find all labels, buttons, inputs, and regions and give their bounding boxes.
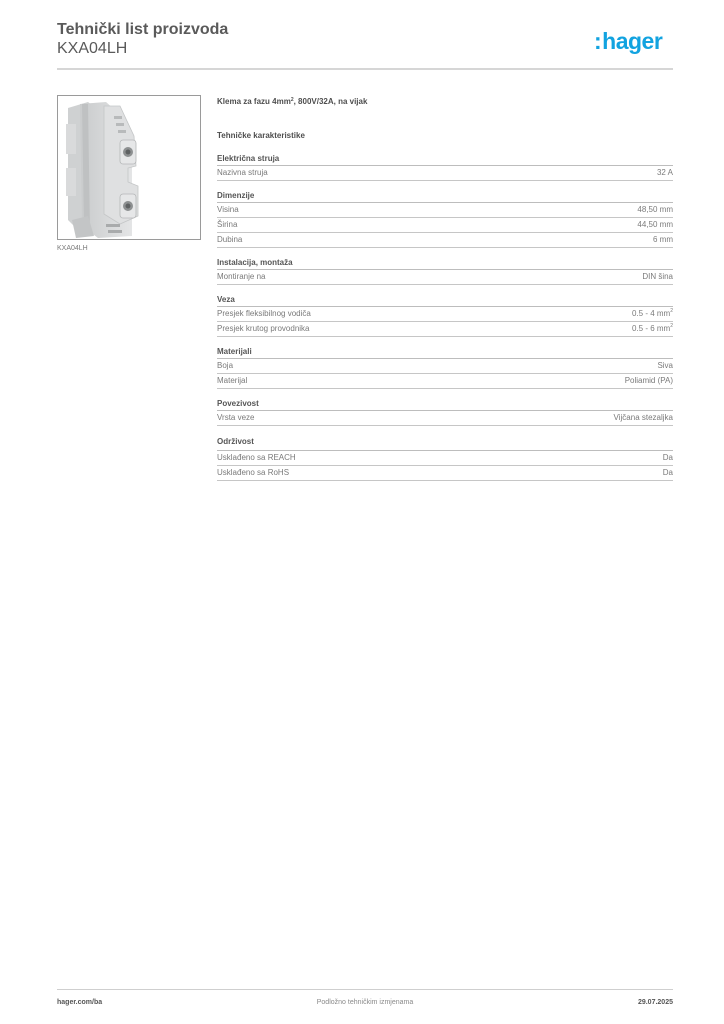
- specifications: Klema za fazu 4mm2, 800V/32A, na vijak T…: [217, 96, 673, 490]
- spec-value: 0.5 - 4 mm2: [631, 308, 673, 318]
- spec-value: Da: [662, 468, 673, 477]
- spec-value: Poliamid (PA): [624, 376, 673, 385]
- logo-colon: :: [594, 28, 602, 54]
- document-header: Tehnički list proizvoda KXA04LH: [57, 20, 673, 58]
- product-image-caption: KXA04LH: [57, 245, 88, 252]
- spec-row: Širina 44,50 mm: [217, 218, 673, 233]
- group-title: Električna struja: [217, 153, 673, 166]
- spec-row: Visina 48,50 mm: [217, 203, 673, 218]
- spec-row: Dubina 6 mm: [217, 233, 673, 248]
- spec-label: Presjek krutog provodnika: [217, 324, 310, 333]
- spec-value: 32 A: [656, 168, 673, 177]
- spec-row: Nazivna struja 32 A: [217, 166, 673, 181]
- spec-group-sustainability: Održivost Usklađeno sa REACH Da Usklađen…: [217, 435, 673, 481]
- footer-divider: [57, 989, 673, 990]
- spec-label: Nazivna struja: [217, 168, 268, 177]
- spec-row: Materijal Poliamid (PA): [217, 374, 673, 389]
- spec-label: Visina: [217, 205, 239, 214]
- spec-value: Da: [662, 453, 673, 462]
- spec-label: Presjek fleksibilnog vodiča: [217, 309, 311, 318]
- spec-label: Materijal: [217, 376, 248, 385]
- spec-value: 6 mm: [653, 235, 673, 244]
- terminal-block-image-icon: [66, 102, 139, 238]
- hager-logo: :hager: [594, 26, 663, 56]
- group-title: Materijali: [217, 346, 673, 359]
- logo-text: hager: [602, 28, 663, 54]
- spec-value: DIN šina: [642, 272, 673, 281]
- spec-label: Dubina: [217, 235, 243, 244]
- spec-value: 0.5 - 6 mm2: [631, 323, 673, 333]
- document-title: Tehnički list proizvoda: [57, 21, 229, 38]
- spec-row: Presjek fleksibilnog vodiča 0.5 - 4 mm2: [217, 307, 673, 322]
- technical-characteristics-heading: Tehničke karakteristike: [217, 131, 305, 140]
- spec-row: Usklađeno sa RoHS Da: [217, 466, 673, 481]
- spec-group-dimensions: Dimenzije Visina 48,50 mm Širina 44,50 m…: [217, 190, 673, 248]
- spec-label: Vrsta veze: [217, 413, 255, 422]
- header-divider: [57, 68, 673, 70]
- spec-value: Siva: [657, 361, 673, 370]
- spec-row: Montiranje na DIN šina: [217, 270, 673, 285]
- spec-row: Usklađeno sa REACH Da: [217, 451, 673, 466]
- spec-label: Montiranje na: [217, 272, 266, 281]
- spec-row: Presjek krutog provodnika 0.5 - 6 mm2: [217, 322, 673, 337]
- group-title: Veza: [217, 294, 673, 307]
- spec-group-connection: Veza Presjek fleksibilnog vodiča 0.5 - 4…: [217, 294, 673, 337]
- spec-value: 48,50 mm: [637, 205, 673, 214]
- group-title: Održivost: [217, 435, 673, 451]
- group-title: Povezivost: [217, 398, 673, 411]
- spec-group-electric-current: Električna struja Nazivna struja 32 A: [217, 153, 673, 181]
- product-description: Klema za fazu 4mm2, 800V/32A, na vijak: [217, 97, 368, 106]
- footer-website-link[interactable]: hager.com/ba: [57, 999, 103, 1006]
- product-code: KXA04LH: [57, 40, 128, 57]
- document-footer: hager.com/ba Podložno tehničkim izmjenam…: [57, 998, 673, 1008]
- product-image: [57, 95, 201, 240]
- spec-label: Boja: [217, 361, 234, 370]
- spec-row: Boja Siva: [217, 359, 673, 374]
- group-title: Dimenzije: [217, 190, 673, 203]
- spec-label: Širina: [217, 220, 238, 229]
- spec-group-installation: Instalacija, montaža Montiranje na DIN š…: [217, 257, 673, 285]
- footer-note: Podložno tehničkim izmjenama: [316, 999, 414, 1006]
- spec-row: Vrsta veze Vijčana stezaljka: [217, 411, 673, 426]
- spec-label: Usklađeno sa RoHS: [217, 468, 290, 477]
- spec-value: Vijčana stezaljka: [613, 413, 673, 422]
- spec-label: Usklađeno sa REACH: [217, 453, 296, 462]
- spec-group-connectivity: Povezivost Vrsta veze Vijčana stezaljka: [217, 398, 673, 426]
- spec-group-materials: Materijali Boja Siva Materijal Poliamid …: [217, 346, 673, 389]
- footer-date: 29.07.2025: [637, 999, 673, 1006]
- group-title: Instalacija, montaža: [217, 257, 673, 270]
- spec-value: 44,50 mm: [637, 220, 673, 229]
